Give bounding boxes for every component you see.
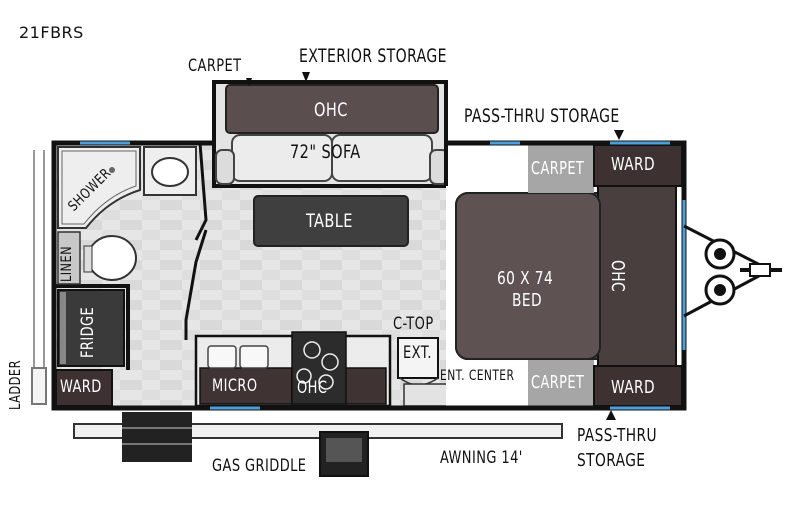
label-micro: MICRO	[212, 376, 258, 396]
arrow-exterior-storage	[302, 72, 310, 82]
gas-griddle	[319, 431, 369, 477]
label-fridge: FRIDGE	[78, 306, 98, 358]
shower	[57, 146, 141, 229]
label-gas-griddle: GAS GRIDDLE	[212, 456, 307, 476]
stove-burners	[296, 341, 339, 390]
fridge	[57, 289, 125, 367]
stove	[291, 331, 347, 405]
label-sofa: 72" SOFA	[290, 141, 361, 163]
label-bed-size: 60 X 74	[497, 268, 554, 289]
label-ohc-kitchen: OHC	[297, 378, 328, 398]
label-ext: EXT.	[403, 343, 432, 363]
table	[253, 195, 409, 247]
label-pass-thru-bottom-1: PASS-THRU	[577, 425, 658, 446]
label-carpet-lower-right: CARPET	[531, 372, 585, 393]
arrow-pass-thru-top	[614, 130, 624, 140]
label-ohc-front: OHC	[607, 260, 628, 293]
label-ohc-top: OHC	[314, 99, 348, 121]
label-ward-upper-right: WARD	[611, 154, 656, 175]
label-awning: AWNING 14'	[440, 448, 523, 468]
label-carpet-upper-right: CARPET	[531, 158, 585, 179]
label-bed: BED	[512, 290, 543, 311]
sofa-arm-left	[215, 149, 235, 185]
awning-bar	[73, 423, 563, 439]
label-ward-lower-right: WARD	[611, 377, 656, 398]
label-table: TABLE	[306, 210, 353, 232]
c-top-cabinet	[397, 337, 439, 379]
ladder	[31, 150, 47, 405]
arrows	[246, 72, 624, 420]
carpet-upper-right	[528, 145, 594, 193]
kitchen-sink	[207, 345, 269, 369]
entry-steps	[122, 412, 192, 462]
label-linen: LINEN	[59, 245, 75, 282]
ohc-cabinet-top	[225, 84, 439, 134]
windows	[80, 141, 686, 410]
bath-partition	[194, 142, 208, 241]
model-number: 21FBRS	[19, 23, 84, 42]
label-carpet-top: CARPET	[188, 56, 242, 76]
label-ent-center: ENT. CENTER	[440, 368, 515, 384]
label-pass-thru-bottom-2: STORAGE	[577, 450, 646, 471]
bath-partition-2	[184, 229, 208, 340]
trailer-hitch	[683, 224, 782, 318]
label-c-top: C-TOP	[393, 314, 434, 334]
label-pass-thru-top: PASS-THRU STORAGE	[464, 105, 620, 127]
label-exterior-storage: EXTERIOR STORAGE	[299, 45, 447, 67]
label-ladder: LADDER	[6, 360, 24, 410]
carpet-lower-right	[528, 360, 594, 406]
arrow-pass-thru-bottom	[606, 410, 616, 420]
toilet	[87, 235, 137, 281]
linen-closet	[57, 231, 81, 285]
label-ward-left: WARD	[60, 377, 102, 397]
bathroom-wall	[54, 284, 130, 370]
